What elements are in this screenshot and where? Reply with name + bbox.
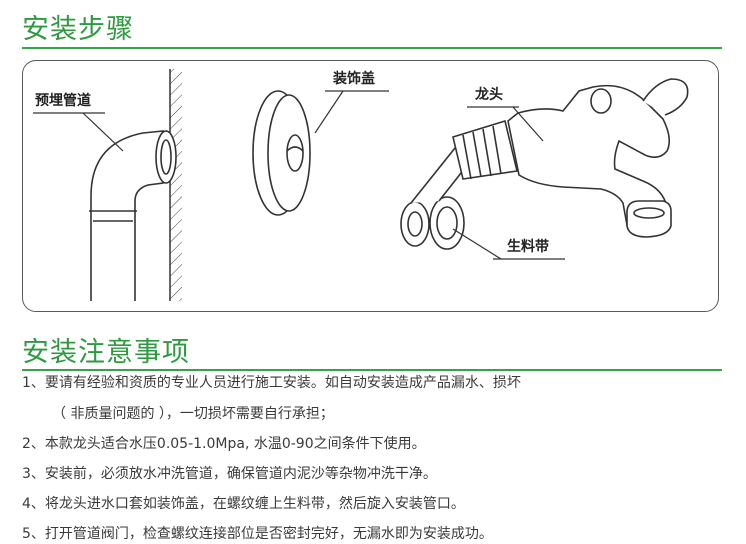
note-item-5: 5、打开管道阀门，检查螺纹连接部位是否密封完好，无漏水即为安装成功。: [22, 526, 493, 542]
label-faucet-text: 龙头: [474, 86, 503, 103]
label-embedded-pipe-text: 预埋管道: [35, 92, 91, 109]
label-decorative-cover-text: 装饰盖: [332, 70, 375, 87]
installation-diagram: 预埋管道 装饰盖 龙头 生料带: [22, 60, 719, 312]
label-seal-tape: 生料带: [452, 228, 565, 260]
label-decorative-cover: 装饰盖: [314, 70, 389, 134]
section-title-install-steps: 安装步骤: [22, 14, 134, 45]
wall-graphic: [169, 69, 182, 301]
note-item-1-continued: （ 非质量问题的 ），一切损坏需要自行承担；: [52, 406, 334, 422]
note-item-4: 4、将龙头进水口套如装饰盖，在螺纹缠上生料带，然后旋入安装管口。: [22, 496, 465, 512]
section-divider: [22, 369, 722, 371]
label-seal-tape-text: 生料带: [507, 238, 549, 255]
label-faucet: 龙头: [467, 86, 544, 142]
label-embedded-pipe: 预埋管道: [33, 92, 124, 152]
note-item-2: 2、本款龙头适合水压0.05-1.0Mpa, 水温0-90之间条件下使用。: [22, 436, 426, 452]
section-divider: [22, 47, 722, 49]
embedded-pipe-graphic: [89, 130, 177, 301]
section-title-install-notes: 安装注意事项: [22, 337, 190, 368]
installation-illustration: 预埋管道 装饰盖 龙头 生料带: [33, 69, 689, 301]
note-item-3: 3、安装前，必须放水冲洗管道，确保管道内泥沙等杂物冲洗干净。: [22, 466, 437, 482]
note-item-1: 1、要请有经验和资质的专业人员进行施工安装。如自动安装造成产品漏水、损坏: [22, 375, 521, 391]
decorative-cover-graphic: [252, 90, 311, 216]
faucet-graphic: [452, 78, 689, 238]
